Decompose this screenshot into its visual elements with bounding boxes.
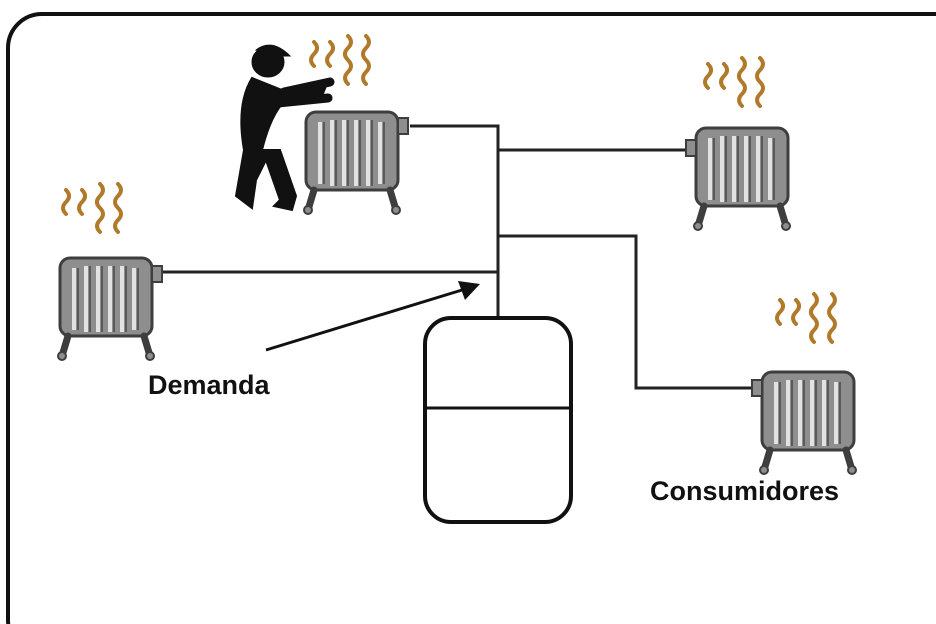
radiator-icon (58, 258, 163, 360)
radiator-icon (304, 112, 409, 214)
radiator-icon (751, 372, 856, 474)
demand-label: Demanda (148, 370, 271, 400)
radiator-icon (685, 128, 790, 230)
consumers-label: Consumidores (650, 476, 839, 506)
demand-arrow (265, 281, 480, 352)
person-icon (234, 44, 335, 212)
pipe-top-radiator (410, 124, 500, 318)
pipe-right-bottom-radiator (498, 234, 760, 390)
pipe-network (150, 124, 760, 390)
tank-icon (423, 316, 573, 524)
